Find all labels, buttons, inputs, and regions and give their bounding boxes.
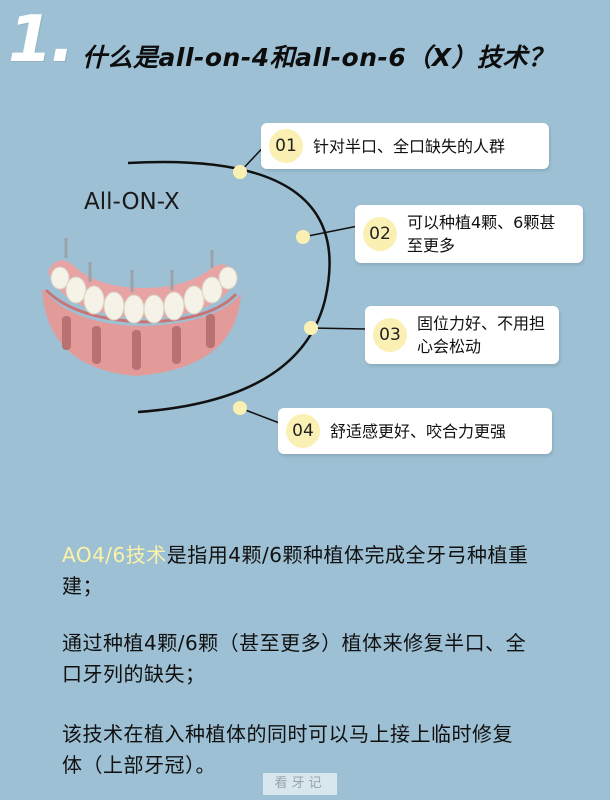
paragraph-restoration: 通过种植4颗/6颗（甚至更多）植体来修复半口、全口牙列的缺失； <box>62 631 527 686</box>
point-number-badge: 03 <box>373 318 407 352</box>
highlight-term: AO4/6技术 <box>62 543 167 567</box>
watermark: 看牙记 <box>263 773 337 795</box>
point-text: 舒适感更好、咬合力更强 <box>330 421 507 441</box>
point-number-badge: 04 <box>286 414 320 448</box>
point-card-03: 03 固位力好、不用担心会松动 <box>365 306 559 364</box>
point-card-01: 01 针对半口、全口缺失的人群 <box>261 123 549 169</box>
definition-text: 是指用4颗/6颗种植体完成全牙弓种植重建； <box>62 543 529 598</box>
paragraph-definition: AO4/6技术是指用4颗/6颗种植体完成全牙弓种植重建； <box>62 540 532 602</box>
section-number: 1. <box>8 3 75 77</box>
point-number-badge: 01 <box>269 129 303 163</box>
point-text: 针对半口、全口缺失的人群 <box>313 136 506 156</box>
figure-label: All-ON-X <box>84 189 180 215</box>
point-card-02: 02 可以种植4颗、6颗甚至更多 <box>355 205 583 263</box>
point-text: 可以种植4颗、6颗甚至更多 <box>407 213 556 255</box>
page-title: 什么是all-on-4和all-on-6（X）技术？ <box>82 43 554 72</box>
implant-illustration <box>42 238 241 376</box>
connector-arc <box>127 139 367 425</box>
point-card-04: 04 舒适感更好、咬合力更强 <box>278 408 552 454</box>
point-text: 固位力好、不用担心会松动 <box>417 314 546 356</box>
point-number-badge: 02 <box>363 217 397 251</box>
paragraph-immediate-load: 该技术在植入种植体的同时可以马上接上临时修复体（上部牙冠）。 <box>62 722 513 777</box>
